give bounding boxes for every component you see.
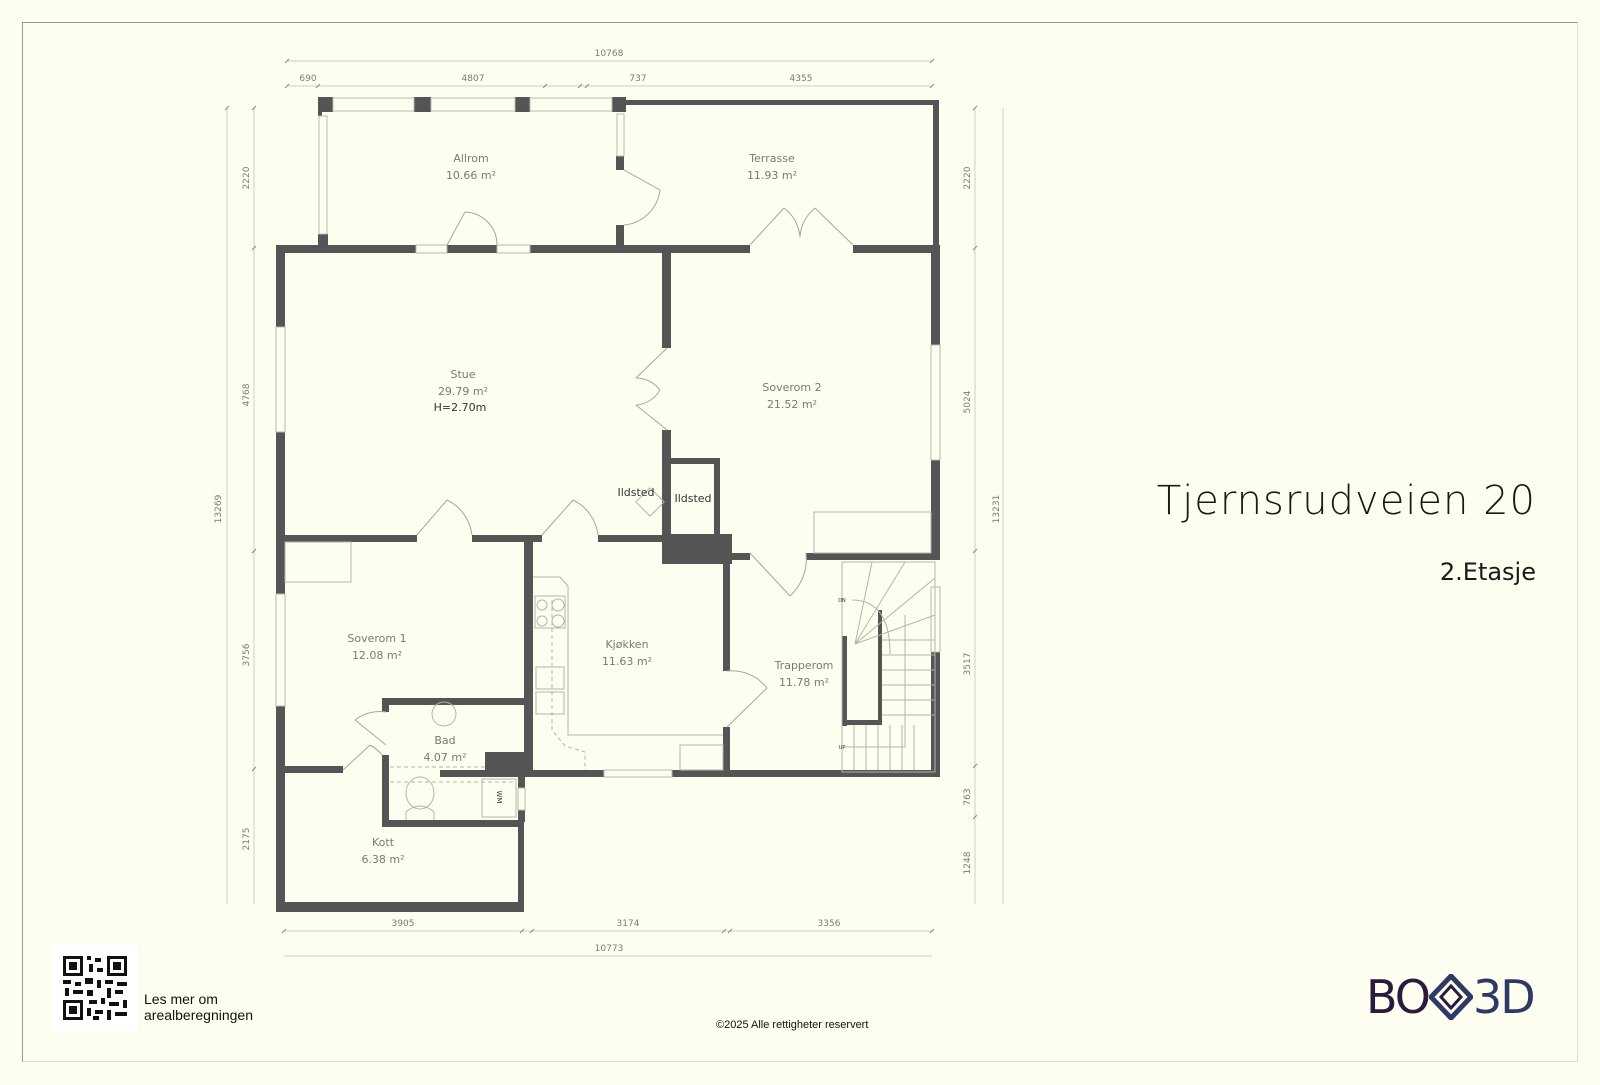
room-area-trapperom: 11.78 m² bbox=[779, 676, 829, 689]
dim-left-1: 2220 bbox=[242, 166, 252, 189]
room-area-kott: 6.38 m² bbox=[361, 853, 404, 866]
room-height-stue: H=2.70m bbox=[434, 401, 487, 414]
room-area-allrom: 10.66 m² bbox=[446, 169, 496, 182]
dim-top-2: 4807 bbox=[462, 74, 485, 84]
room-name-soverom-1: Soverom 1 bbox=[347, 632, 406, 645]
walls bbox=[276, 97, 940, 912]
stair-down-label: DN bbox=[838, 598, 846, 604]
dim-bottom-3: 3356 bbox=[818, 919, 841, 929]
qr-caption-line-1: Les mer om bbox=[144, 991, 218, 1007]
stair-up-label: UP bbox=[839, 745, 846, 751]
dim-bottom-1: 3905 bbox=[392, 919, 415, 929]
dim-left-4: 2175 bbox=[242, 828, 252, 851]
dim-top-1: 690 bbox=[299, 74, 316, 84]
dim-left-2: 4768 bbox=[242, 383, 252, 406]
room-name-terrasse: Terrasse bbox=[748, 152, 795, 165]
dim-bottom-total: 10773 bbox=[595, 944, 624, 954]
room-name-kjokken: Kjøkken bbox=[605, 638, 648, 651]
dim-right-2: 5024 bbox=[963, 390, 973, 413]
dim-right-4: 763 bbox=[963, 788, 973, 805]
room-name-trapperom: Trapperom bbox=[774, 659, 834, 672]
ildsted-label-2: Ildsted bbox=[674, 492, 711, 505]
dimension-lines bbox=[226, 60, 1004, 957]
logo-text-left: BO bbox=[1366, 970, 1431, 1024]
room-name-soverom-2: Soverom 2 bbox=[762, 381, 821, 394]
room-labels: Allrom 10.66 m² Terrasse 11.93 m² Stue 2… bbox=[347, 152, 846, 866]
room-area-stue: 29.79 m² bbox=[438, 385, 488, 398]
dim-bottom-2: 3174 bbox=[617, 919, 640, 929]
page-border bbox=[22, 22, 1578, 1062]
room-area-terrasse: 11.93 m² bbox=[747, 169, 797, 182]
room-area-soverom-1: 12.08 m² bbox=[352, 649, 402, 662]
windows bbox=[275, 97, 941, 811]
address-title: Tjernsrudveien 20 bbox=[1156, 478, 1536, 524]
dim-left-total: 13269 bbox=[214, 494, 224, 523]
room-name-bad: Bad bbox=[434, 734, 455, 747]
room-area-bad: 4.07 m² bbox=[423, 751, 466, 764]
dim-top-3: 737 bbox=[629, 74, 646, 84]
copyright-text: ©2025 Alle rettigheter reservert bbox=[716, 1019, 869, 1031]
bo3d-logo: BO 3D bbox=[1366, 970, 1536, 1024]
doors bbox=[342, 169, 854, 771]
washing-machine-label: WM bbox=[495, 791, 503, 804]
room-area-soverom-2: 21.52 m² bbox=[767, 398, 817, 411]
qr-caption-line-2: arealberegningen bbox=[144, 1007, 253, 1023]
logo-text-right: 3D bbox=[1472, 970, 1536, 1024]
qr-caption: Les mer om arealberegningen bbox=[144, 991, 253, 1023]
room-name-stue: Stue bbox=[450, 368, 475, 381]
dim-right-total: 13231 bbox=[992, 495, 1002, 524]
dim-top-4: 4355 bbox=[790, 74, 813, 84]
qr-code[interactable] bbox=[52, 945, 138, 1031]
dim-left-3: 3756 bbox=[242, 643, 252, 666]
fixtures bbox=[284, 487, 936, 820]
diamond-logo-icon bbox=[1428, 974, 1473, 1020]
ildsted-label-1: Ildsted bbox=[617, 486, 654, 499]
dim-right-1: 2220 bbox=[963, 166, 973, 189]
dim-right-3: 3517 bbox=[963, 653, 973, 676]
dimension-ticks bbox=[224, 58, 978, 934]
qr-code-icon bbox=[63, 956, 127, 1020]
room-name-allrom: Allrom bbox=[453, 152, 488, 165]
room-name-kott: Kott bbox=[372, 836, 395, 849]
floor-label: 2.Etasje bbox=[1439, 558, 1536, 586]
dim-right-5: 1248 bbox=[963, 851, 973, 874]
dim-top-total: 10768 bbox=[595, 49, 624, 59]
room-area-kjokken: 11.63 m² bbox=[602, 655, 652, 668]
